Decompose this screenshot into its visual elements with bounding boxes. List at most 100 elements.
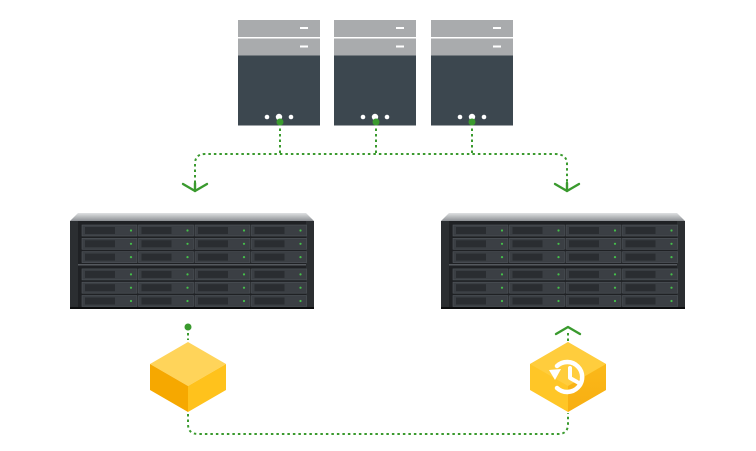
drive-led — [670, 273, 673, 276]
nas-top-bevel — [70, 213, 314, 221]
drive-handle — [85, 270, 115, 278]
drive-led — [186, 273, 189, 276]
rack-ear-right — [306, 221, 314, 309]
nas-divider — [449, 264, 677, 266]
drive-handle — [625, 284, 656, 292]
drive-handle — [625, 253, 656, 261]
drive-led — [557, 273, 560, 276]
nas-base — [70, 307, 314, 309]
drive-handle — [254, 240, 285, 248]
snapshot-cube — [530, 342, 606, 412]
drive-led — [500, 229, 504, 232]
drive-led — [186, 299, 189, 303]
drive-handle — [456, 297, 486, 305]
drive-handle — [625, 270, 656, 278]
drive-handle — [198, 253, 228, 261]
drive-led — [613, 229, 617, 232]
nas-base — [441, 307, 685, 309]
drive-led — [242, 273, 246, 276]
drive-handle — [625, 240, 656, 248]
drive-led — [557, 229, 560, 232]
drive-led — [129, 256, 133, 259]
drive-led — [186, 286, 189, 289]
server-2 — [334, 20, 416, 126]
server-1 — [238, 20, 320, 126]
drive-led — [129, 299, 133, 303]
drive-handle — [198, 297, 228, 305]
drive-handle — [85, 240, 115, 248]
drive-handle — [569, 253, 599, 261]
drive-handle — [141, 227, 172, 234]
drive-handle — [512, 297, 543, 305]
drive-led — [242, 299, 246, 303]
drive-handle — [85, 297, 115, 305]
drive-handle — [254, 253, 285, 261]
drive-handle — [141, 270, 172, 278]
drive-handle — [569, 270, 599, 278]
server-to-nas-connector — [194, 123, 568, 183]
drive-handle — [198, 227, 228, 234]
drive-handle — [141, 253, 172, 261]
drive-led — [557, 242, 560, 245]
drive-led — [299, 256, 302, 259]
drive-led — [186, 229, 189, 232]
drive-led — [613, 286, 617, 289]
nas-right — [441, 213, 685, 309]
drive-handle — [85, 253, 115, 261]
drive-led — [670, 229, 673, 232]
drive-led — [557, 286, 560, 289]
nas-to-cube-connector — [184, 323, 192, 340]
drive-led — [670, 286, 673, 289]
drive-led — [242, 256, 246, 259]
drive-led — [186, 256, 189, 259]
drive-handle — [141, 284, 172, 292]
drive-handle — [85, 284, 115, 292]
arrow-down-icon — [181, 181, 209, 193]
history-clock-icon — [549, 359, 585, 395]
drive-handle — [569, 284, 599, 292]
nas-divider — [78, 264, 306, 266]
drive-led — [557, 299, 560, 303]
drive-handle — [254, 270, 285, 278]
drive-led — [670, 242, 673, 245]
drive-led — [242, 242, 246, 245]
drive-handle — [254, 297, 285, 305]
drive-led — [242, 286, 246, 289]
drive-handle — [198, 284, 228, 292]
drive-handle — [625, 227, 656, 234]
rack-ear-left — [70, 221, 78, 309]
drive-handle — [198, 270, 228, 278]
drive-handle — [512, 270, 543, 278]
drive-handle — [456, 240, 486, 248]
drive-handle — [254, 227, 285, 234]
nas-left — [70, 213, 314, 309]
drive-handle — [569, 227, 599, 234]
drive-led — [613, 256, 617, 259]
drive-handle — [625, 297, 656, 305]
drive-led — [129, 286, 133, 289]
drive-led — [186, 242, 189, 245]
drive-handle — [456, 253, 486, 261]
connector-dots — [276, 118, 476, 126]
drive-handle — [569, 240, 599, 248]
drive-handle — [141, 297, 172, 305]
drive-led — [299, 242, 302, 245]
drive-handle — [512, 227, 543, 234]
drive-led — [299, 299, 302, 303]
drive-led — [613, 299, 617, 303]
drive-led — [557, 256, 560, 259]
cube-icon — [150, 342, 226, 412]
drive-handle — [456, 270, 486, 278]
drive-led — [242, 229, 246, 232]
drive-led — [613, 242, 617, 245]
drive-handle — [512, 253, 543, 261]
drive-handle — [141, 240, 172, 248]
drive-led — [500, 242, 504, 245]
drive-led — [613, 273, 617, 276]
drive-handle — [569, 297, 599, 305]
drive-led — [129, 229, 133, 232]
drive-led — [299, 273, 302, 276]
drive-led — [500, 256, 504, 259]
